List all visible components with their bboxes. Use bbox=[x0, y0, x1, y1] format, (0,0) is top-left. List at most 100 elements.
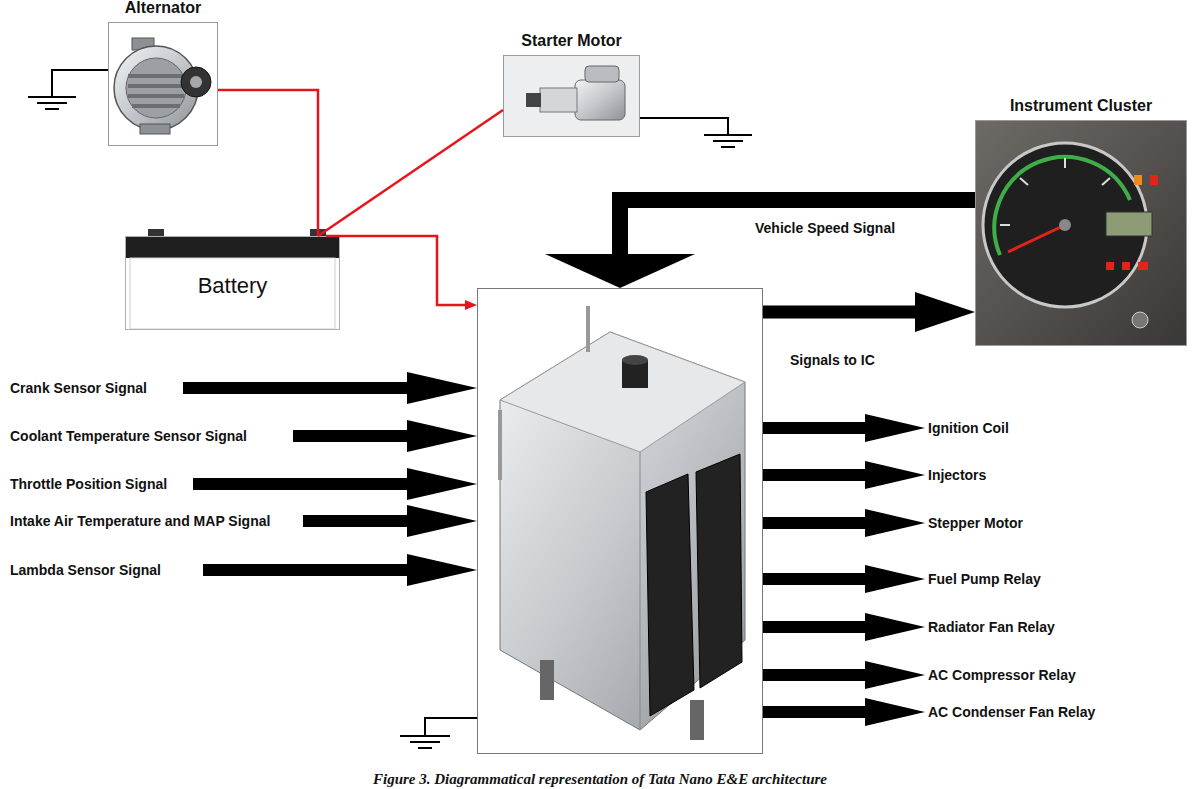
figure-caption: Figure 3. Diagrammatical representation … bbox=[0, 770, 1200, 788]
output-device-label: Radiator Fan Relay bbox=[928, 618, 1055, 636]
starter-pinion bbox=[526, 93, 541, 107]
output-device-label: Ignition Coil bbox=[928, 419, 1009, 437]
component-heading: Alternator bbox=[69, 0, 257, 18]
ground-line bbox=[418, 747, 432, 749]
cluster-knob bbox=[1132, 312, 1148, 328]
alternator-hub bbox=[190, 76, 202, 88]
ecu-connector-cap bbox=[622, 355, 648, 365]
alternator-fin bbox=[128, 74, 184, 78]
ecu-top-face bbox=[500, 332, 745, 452]
alternator-core bbox=[126, 58, 186, 118]
ground-line bbox=[37, 102, 67, 104]
input-signal-label: Intake Air Temperature and MAP Signal bbox=[10, 512, 270, 530]
output-device-label: AC Compressor Relay bbox=[928, 666, 1076, 684]
warning-light bbox=[1134, 175, 1142, 185]
starter-illustration bbox=[504, 56, 639, 136]
connector-label: Vehicle Speed Signal bbox=[755, 219, 895, 237]
ecu-connector bbox=[696, 454, 742, 688]
starter-background bbox=[504, 56, 639, 136]
speedo-arc bbox=[994, 157, 1130, 255]
alternator-fin bbox=[132, 104, 180, 108]
component-box: Instrument Cluster bbox=[975, 120, 1187, 346]
power-wire bbox=[318, 110, 503, 236]
ground-symbol bbox=[28, 70, 108, 109]
warning-light bbox=[1138, 262, 1148, 270]
signal-arrow bbox=[193, 468, 477, 500]
ecu-foot bbox=[690, 700, 704, 740]
power-wire bbox=[218, 90, 318, 236]
dial-tick bbox=[1102, 178, 1110, 185]
ground-symbol bbox=[400, 718, 477, 748]
input-arrows bbox=[183, 372, 477, 586]
signal-arrow bbox=[763, 306, 915, 319]
output-device-label: Stepper Motor bbox=[928, 514, 1023, 532]
warning-light bbox=[1122, 262, 1130, 270]
battery-illustration bbox=[125, 229, 340, 329]
needle-hub bbox=[1059, 219, 1071, 231]
ecu-housing bbox=[500, 332, 745, 730]
signal-arrow bbox=[763, 461, 925, 489]
speedo-needle bbox=[1008, 225, 1065, 252]
connector-label: Signals to IC bbox=[790, 351, 875, 369]
output-device-label: Injectors bbox=[928, 466, 986, 484]
ecu-connector bbox=[646, 474, 694, 716]
warning-light bbox=[1150, 175, 1158, 185]
ground-symbol bbox=[640, 118, 752, 147]
ground-line bbox=[400, 735, 450, 737]
ground-line bbox=[721, 146, 735, 148]
signal-arrow bbox=[763, 698, 925, 726]
alternator-illustration bbox=[114, 38, 211, 134]
ground-wire bbox=[640, 118, 728, 135]
cluster-display bbox=[1106, 212, 1152, 236]
battery-lid bbox=[125, 236, 340, 258]
cluster-illustration bbox=[976, 121, 1186, 345]
ecu-box bbox=[477, 288, 763, 754]
signal-arrow bbox=[183, 372, 477, 404]
signal-arrow bbox=[763, 414, 925, 442]
alternator-fin bbox=[128, 84, 184, 88]
component-heading: Starter Motor bbox=[464, 31, 679, 51]
dial-tick bbox=[1064, 158, 1066, 168]
ecu-foot bbox=[540, 660, 554, 700]
power-wire bbox=[326, 236, 465, 305]
ecu-edge bbox=[640, 452, 641, 730]
component-heading: Instrument Cluster bbox=[936, 96, 1200, 116]
ecu-illustration bbox=[500, 306, 745, 740]
input-signal-label: Throttle Position Signal bbox=[10, 475, 167, 493]
component-box: Alternator bbox=[108, 22, 218, 146]
battery-box: Battery bbox=[125, 236, 340, 330]
warning-light bbox=[1106, 262, 1114, 270]
ecu-post bbox=[498, 410, 502, 480]
output-arrows bbox=[763, 414, 925, 726]
dial-tick bbox=[1000, 224, 1010, 226]
ground-line bbox=[45, 108, 59, 110]
signal-arrow bbox=[763, 565, 925, 593]
ground-wire bbox=[52, 70, 108, 97]
signal-arrow bbox=[620, 200, 975, 254]
component-label: Battery bbox=[126, 273, 339, 299]
ground-line bbox=[28, 96, 76, 98]
signal-arrow bbox=[303, 505, 477, 537]
cluster-background bbox=[976, 121, 1186, 345]
starter-solenoid bbox=[585, 66, 619, 82]
component-box: Starter Motor bbox=[503, 55, 640, 137]
ground-line bbox=[713, 140, 743, 142]
signal-arrow bbox=[203, 554, 477, 586]
signal-arrow bbox=[763, 613, 925, 641]
alternator-fin bbox=[128, 94, 184, 98]
output-device-label: Fuel Pump Relay bbox=[928, 570, 1041, 588]
alternator-pulley bbox=[181, 67, 211, 97]
ground-line bbox=[704, 134, 752, 136]
dial-tick bbox=[1020, 178, 1028, 185]
input-signal-label: Coolant Temperature Sensor Signal bbox=[10, 427, 247, 445]
signal-arrow bbox=[293, 420, 477, 452]
ground-wire bbox=[425, 718, 477, 736]
starter-nose bbox=[540, 88, 577, 112]
ground-line bbox=[410, 741, 440, 743]
alternator-bracket bbox=[140, 124, 170, 134]
output-device-label: AC Condenser Fan Relay bbox=[928, 703, 1095, 721]
input-signal-label: Crank Sensor Signal bbox=[10, 379, 147, 397]
ecu-post bbox=[586, 306, 590, 352]
